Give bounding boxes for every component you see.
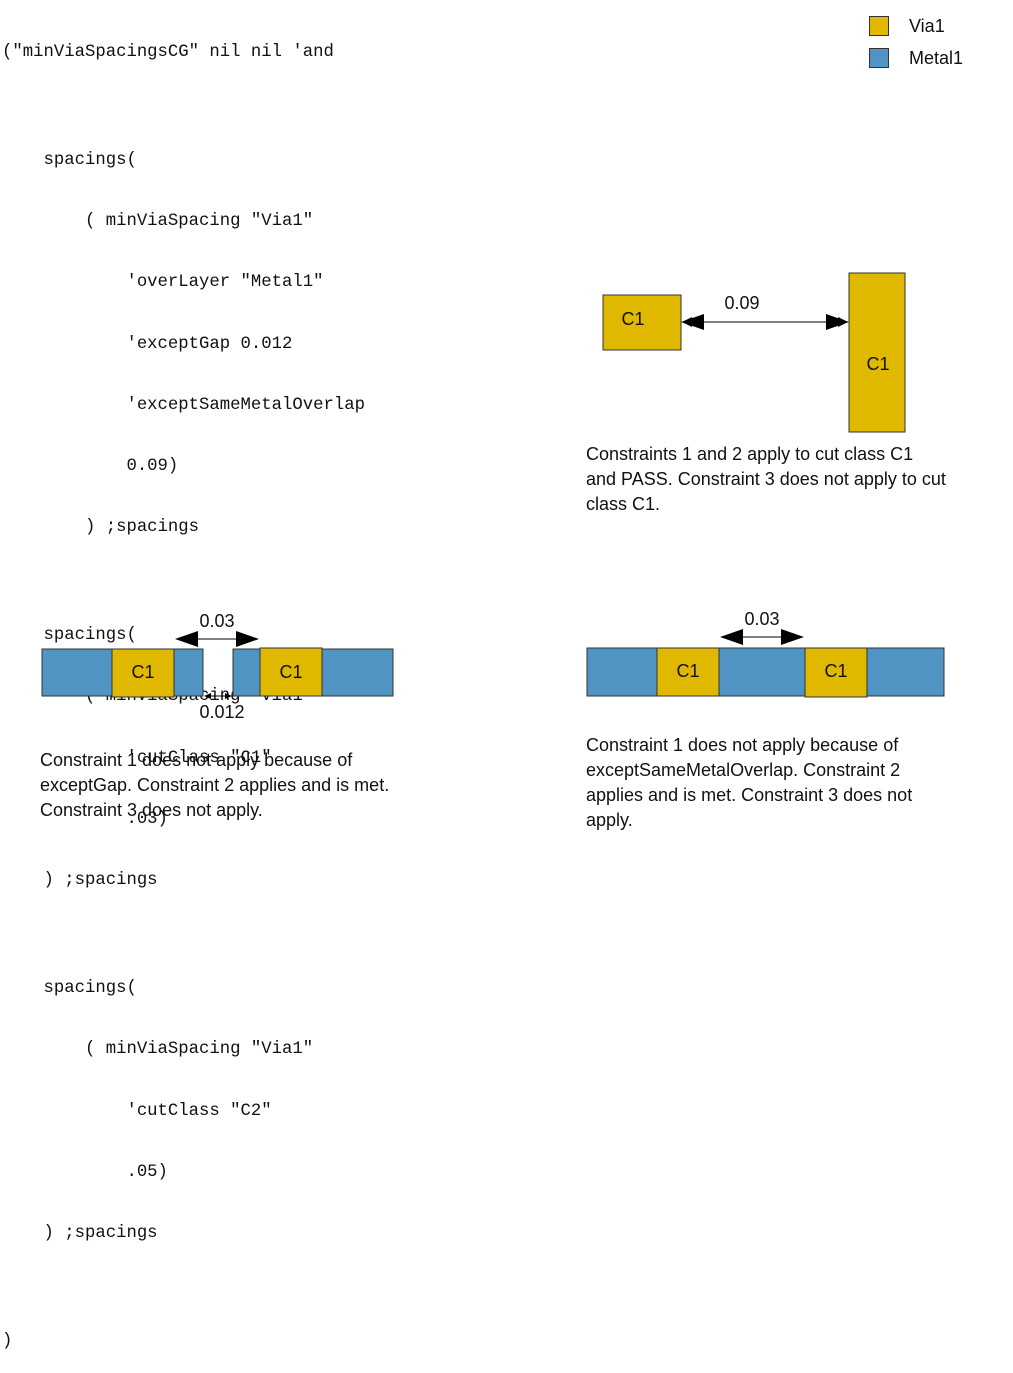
code-line: 'cutClass "C2" bbox=[2, 1101, 272, 1121]
via-label: C1 bbox=[621, 309, 644, 329]
code-header: ("minViaSpacingsCG" nil nil 'and bbox=[2, 42, 334, 62]
caption-bottom-right: Constraint 1 does not apply because of e… bbox=[586, 735, 913, 830]
via-spacing-label: 0.03 bbox=[744, 609, 779, 629]
via-c1-right bbox=[804, 647, 868, 698]
caption-bottom-left: Constraint 1 does not apply because of e… bbox=[40, 750, 390, 820]
arrowhead-right bbox=[781, 629, 804, 645]
diagrams: C1 C1 0.09 C1 C1 0.03 0.012 C1 C1 0.03 bbox=[41, 272, 945, 722]
caption-top: Constraints 1 and 2 apply to cut class C… bbox=[586, 444, 946, 514]
code-line: 'exceptGap 0.012 bbox=[2, 334, 293, 354]
legend-label: Metal1 bbox=[909, 47, 964, 68]
via-c1-left bbox=[656, 647, 720, 697]
code-line: ) ;spacings bbox=[2, 1223, 158, 1243]
code-line: spacings( bbox=[2, 626, 137, 646]
code-line: 'overLayer "Metal1" bbox=[2, 273, 324, 293]
via-spacing-label: 0.03 bbox=[199, 611, 234, 631]
code-footer: ) bbox=[2, 1332, 13, 1351]
arrowhead-left bbox=[175, 631, 198, 647]
code-line: ) ;spacings bbox=[2, 871, 158, 891]
arrowhead-left bbox=[720, 629, 743, 645]
via-label: C1 bbox=[131, 662, 154, 682]
code-line: .03) bbox=[2, 809, 168, 829]
legend: Via1 Metal1 bbox=[869, 12, 963, 76]
via-label: C1 bbox=[866, 354, 889, 374]
code-line: ) ;spacings bbox=[2, 518, 200, 538]
diagram-bottom-left: C1 C1 0.03 0.012 bbox=[41, 611, 394, 722]
via-label: C1 bbox=[279, 662, 302, 682]
code-line: ( minViaSpacing "Via1" bbox=[2, 1040, 314, 1060]
arrowhead-right bbox=[225, 693, 232, 699]
code-line: 0.09) bbox=[2, 456, 179, 476]
arrowhead-right bbox=[236, 631, 259, 647]
code-line: spacings( bbox=[2, 150, 137, 170]
spacing-label: 0.09 bbox=[724, 293, 759, 313]
diagram-top: C1 C1 0.09 bbox=[602, 272, 906, 433]
code-line: spacings( bbox=[2, 979, 137, 999]
arrowhead-left bbox=[204, 693, 211, 699]
via-label: C1 bbox=[676, 661, 699, 681]
metal1-swatch bbox=[869, 48, 889, 68]
via-c1-small bbox=[602, 294, 682, 351]
code-line: ( minViaSpacing "Via1" bbox=[2, 212, 314, 232]
code-line: 'cutClass "C1" bbox=[2, 748, 272, 768]
code-line: 'exceptSameMetalOverlap bbox=[2, 395, 365, 415]
legend-item-via1: Via1 bbox=[869, 12, 963, 40]
legend-label: Via1 bbox=[909, 15, 945, 36]
diagram-bottom-right: C1 C1 0.03 bbox=[586, 609, 945, 698]
via-c1-right bbox=[259, 647, 323, 697]
via-c1-left bbox=[111, 648, 175, 698]
via-c1-tall bbox=[848, 272, 906, 433]
metal-gap-label: 0.012 bbox=[199, 702, 244, 722]
metal1-bar bbox=[586, 647, 945, 697]
code-line: .05) bbox=[2, 1162, 168, 1182]
arrowhead-left bbox=[681, 314, 704, 330]
via-label: C1 bbox=[824, 661, 847, 681]
via1-swatch bbox=[869, 16, 889, 36]
arrowhead-right bbox=[826, 314, 849, 330]
legend-item-metal1: Metal1 bbox=[869, 44, 963, 72]
